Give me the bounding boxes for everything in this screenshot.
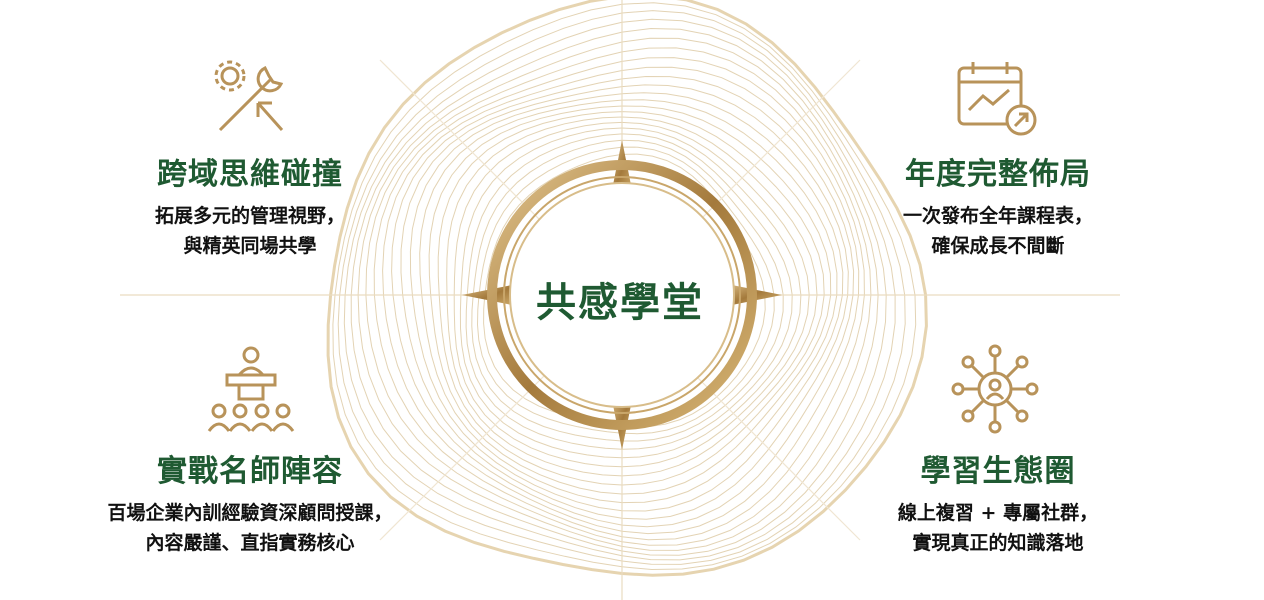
center-title: 共感學堂 bbox=[536, 280, 704, 326]
feature-title: 實戰名師陣容 bbox=[157, 454, 343, 489]
speaker-audience-icon bbox=[207, 346, 295, 432]
feature-desc-line: 線上複習 + 專屬社群， bbox=[897, 502, 1099, 524]
feature-learning-ecosystem: 學習生態圈 線上複習 + 專屬社群， 實現真正的知識落地 bbox=[828, 452, 1168, 558]
feature-expert-lecturers: 實戰名師陣容 百場企業內訓經驗資深顧問授課， 內容嚴謹、直指實務核心 bbox=[40, 452, 460, 558]
feature-title: 跨域思維碰撞 bbox=[157, 157, 343, 192]
feature-annual-plan: 年度完整佈局 一次發布全年課程表， 確保成長不間斷 bbox=[828, 155, 1168, 261]
feature-cross-domain: 跨域思維碰撞 拓展多元的管理視野， 與精英同場共學 bbox=[80, 155, 420, 261]
feature-desc-line: 與精英同場共學 bbox=[183, 235, 317, 257]
calendar-growth-icon bbox=[957, 62, 1037, 136]
feature-desc-line: 一次發布全年課程表， bbox=[902, 205, 1093, 227]
feature-title: 學習生態圈 bbox=[920, 454, 1076, 489]
feature-desc-line: 內容嚴謹、直指實務核心 bbox=[145, 532, 355, 554]
feature-desc-line: 百場企業內訓經驗資深顧問授課， bbox=[107, 502, 393, 524]
feature-desc-line: 拓展多元的管理視野， bbox=[154, 205, 345, 227]
network-person-icon bbox=[951, 344, 1039, 434]
gear-wrench-icon bbox=[214, 60, 284, 132]
feature-desc-line: 實現真正的知識落地 bbox=[912, 532, 1084, 554]
feature-desc-line: 確保成長不間斷 bbox=[931, 235, 1065, 257]
compass bbox=[462, 140, 782, 450]
feature-title: 年度完整佈局 bbox=[905, 157, 1091, 192]
